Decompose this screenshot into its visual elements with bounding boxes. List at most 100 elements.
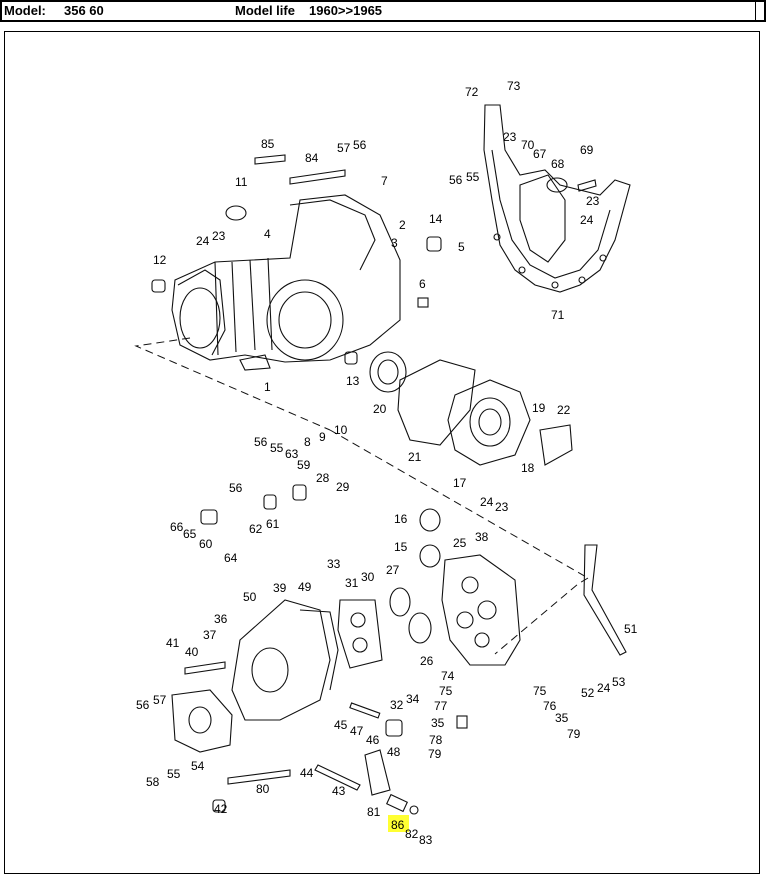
callout-70: 70: [521, 138, 535, 152]
callout-60: 60: [199, 537, 213, 551]
callout-36: 36: [214, 612, 228, 626]
callout-65: 65: [183, 527, 197, 541]
assembly-guide-lines: [134, 337, 589, 655]
header-right-rule: [764, 0, 766, 22]
callout-81: 81: [367, 805, 381, 819]
callout-45: 45: [334, 718, 348, 732]
callout-23: 23: [495, 500, 509, 514]
callout-72: 72: [465, 85, 479, 99]
callout-66: 66: [170, 520, 184, 534]
gear-carrier-housing: [231, 599, 383, 721]
callout-79: 79: [428, 747, 442, 761]
callout-69: 69: [580, 143, 594, 157]
callout-17: 17: [453, 476, 467, 490]
header-bar: Model: 356 60 Model life 1960>>1965: [0, 0, 766, 22]
callout-32: 32: [390, 698, 404, 712]
callout-55: 55: [466, 170, 480, 184]
callout-85: 85: [261, 137, 275, 151]
callout-29: 29: [336, 480, 350, 494]
callout-53: 53: [612, 675, 626, 689]
callout-63: 63: [285, 447, 299, 461]
guide-line-upper: [134, 337, 331, 431]
callout-3: 3: [391, 236, 398, 250]
header-inner-rule: [755, 0, 756, 22]
callout-38: 38: [475, 530, 489, 544]
callout-30: 30: [361, 570, 375, 584]
callout-56: 56: [449, 173, 463, 187]
callout-6: 6: [419, 277, 426, 291]
callout-21: 21: [408, 450, 422, 464]
cover-and-gasket: [369, 351, 531, 466]
callout-57: 57: [337, 141, 351, 155]
callout-57: 57: [153, 693, 167, 707]
callout-75: 75: [533, 684, 547, 698]
callout-46: 46: [366, 733, 380, 747]
callout-13: 13: [346, 374, 360, 388]
callout-49: 49: [298, 580, 312, 594]
callout-23: 23: [503, 130, 517, 144]
callout-40: 40: [185, 645, 199, 659]
callout-82: 82: [405, 827, 419, 841]
callout-2: 2: [399, 218, 406, 232]
callout-47: 47: [350, 724, 364, 738]
shafts-and-fasteners: [151, 154, 627, 815]
callout-25: 25: [453, 536, 467, 550]
callout-18: 18: [521, 461, 535, 475]
callout-24: 24: [196, 234, 210, 248]
callout-77: 77: [434, 699, 448, 713]
callout-52: 52: [581, 686, 595, 700]
callout-74: 74: [441, 669, 455, 683]
callout-43: 43: [332, 784, 346, 798]
callout-24: 24: [480, 495, 494, 509]
callout-51: 51: [624, 622, 638, 636]
callout-26: 26: [420, 654, 434, 668]
callout-86: 86: [391, 818, 405, 832]
callout-84: 84: [305, 151, 319, 165]
callout-23: 23: [212, 229, 226, 243]
callout-15: 15: [394, 540, 408, 554]
callout-68: 68: [551, 157, 565, 171]
callout-71: 71: [551, 308, 565, 322]
callout-86-highlight: [388, 815, 409, 832]
callout-59: 59: [297, 458, 311, 472]
callout-5: 5: [458, 240, 465, 254]
callout-14: 14: [429, 212, 443, 226]
callout-55: 55: [167, 767, 181, 781]
callout-19: 19: [532, 401, 546, 415]
callout-61: 61: [266, 517, 280, 531]
callout-12: 12: [153, 253, 167, 267]
callout-42: 42: [214, 802, 228, 816]
callout-37: 37: [203, 628, 217, 642]
callout-76: 76: [543, 699, 557, 713]
callout-64: 64: [224, 551, 238, 565]
callout-75: 75: [439, 684, 453, 698]
model-life-value: 1960>>1965: [309, 3, 383, 18]
guide-line-middle: [329, 429, 589, 579]
callout-16: 16: [394, 512, 408, 526]
header-left-rule: [0, 0, 2, 22]
callout-41: 41: [166, 636, 180, 650]
callout-56: 56: [136, 698, 150, 712]
callout-39: 39: [273, 581, 287, 595]
callout-50: 50: [243, 590, 257, 604]
callout-35: 35: [555, 711, 569, 725]
callout-44: 44: [300, 766, 314, 780]
callout-34: 34: [406, 692, 420, 706]
callout-24: 24: [580, 213, 594, 227]
callout-80: 80: [256, 782, 270, 796]
model-value: 356 60: [64, 3, 104, 18]
transmission-housing: [171, 194, 401, 371]
callout-22: 22: [557, 403, 571, 417]
front-cover: [171, 689, 233, 753]
callout-83: 83: [419, 833, 433, 847]
callout-58: 58: [146, 775, 160, 789]
callout-labels: 72 73 85 84 57 56 23 70 67 68 69 11 7 56…: [136, 79, 638, 847]
callout-27: 27: [386, 563, 400, 577]
header-bottom-rule: [0, 20, 766, 22]
callout-8: 8: [304, 435, 311, 449]
callout-1: 1: [264, 380, 271, 394]
callout-9: 9: [319, 430, 326, 444]
callout-35: 35: [431, 716, 445, 730]
callout-10: 10: [334, 423, 348, 437]
